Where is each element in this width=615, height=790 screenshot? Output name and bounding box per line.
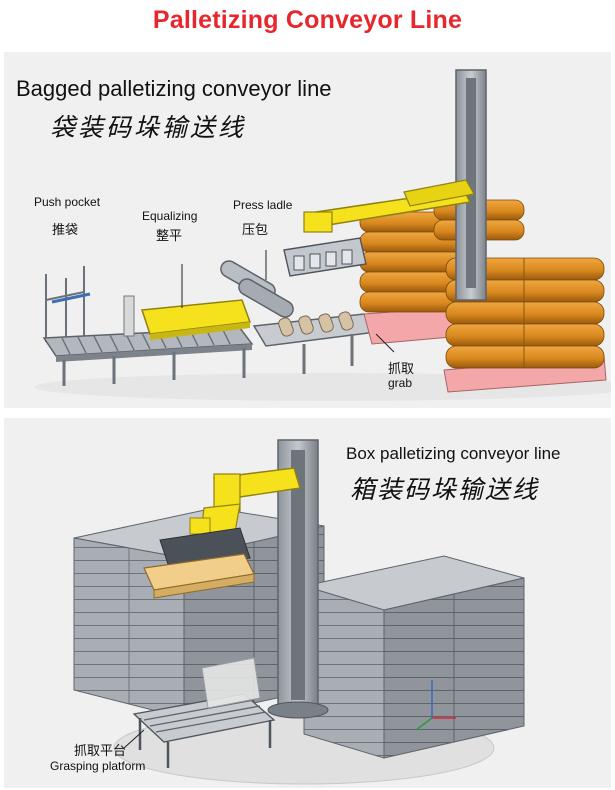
press-ladle-machine	[220, 250, 294, 318]
robot-arm	[303, 179, 475, 233]
push-pocket-label-cn: 推袋	[52, 223, 79, 238]
box-stack-right	[303, 555, 525, 759]
equalizing-machine	[123, 264, 252, 340]
grasping-platform-label-cn: 抓取平台	[74, 744, 127, 759]
roller-conveyor-right	[252, 311, 378, 374]
equalizing-label-cn: 整平	[156, 229, 183, 244]
push-pocket-label-en: Push pocket	[34, 195, 101, 209]
grab-label-cn: 抓取	[388, 362, 415, 377]
bagged-line-illustration	[34, 69, 611, 401]
box-gripper	[143, 527, 255, 599]
box-heading-en: Box palletizing conveyor line	[346, 444, 561, 463]
bagged-heading-cn: 袋装码垛输送线	[50, 113, 247, 142]
grasping-platform	[123, 657, 276, 768]
bagged-heading-en: Bagged palletizing conveyor line	[16, 76, 332, 101]
box-line-panel: Box palletizing conveyor line 箱装码垛输送线 抓取…	[4, 418, 611, 788]
robot-arm-box	[189, 467, 301, 543]
grasping-platform-label-en: Grasping platform	[50, 759, 146, 773]
press-ladle-label-cn: 压包	[242, 223, 269, 238]
bagged-line-panel: Bagged palletizing conveyor line 袋装码垛输送线…	[4, 52, 611, 408]
gripper	[283, 237, 395, 353]
page-title: Palletizing Conveyor Line	[152, 6, 463, 34]
equalizing-label-en: Equalizing	[142, 209, 198, 223]
push-pocket-frame	[45, 266, 91, 344]
box-line-illustration	[73, 439, 525, 785]
press-ladle-label-en: Press ladle	[233, 198, 293, 212]
box-heading-cn: 箱装码垛输送线	[350, 475, 540, 504]
roller-conveyor-left	[42, 327, 254, 386]
grab-label-en: grab	[388, 376, 413, 390]
